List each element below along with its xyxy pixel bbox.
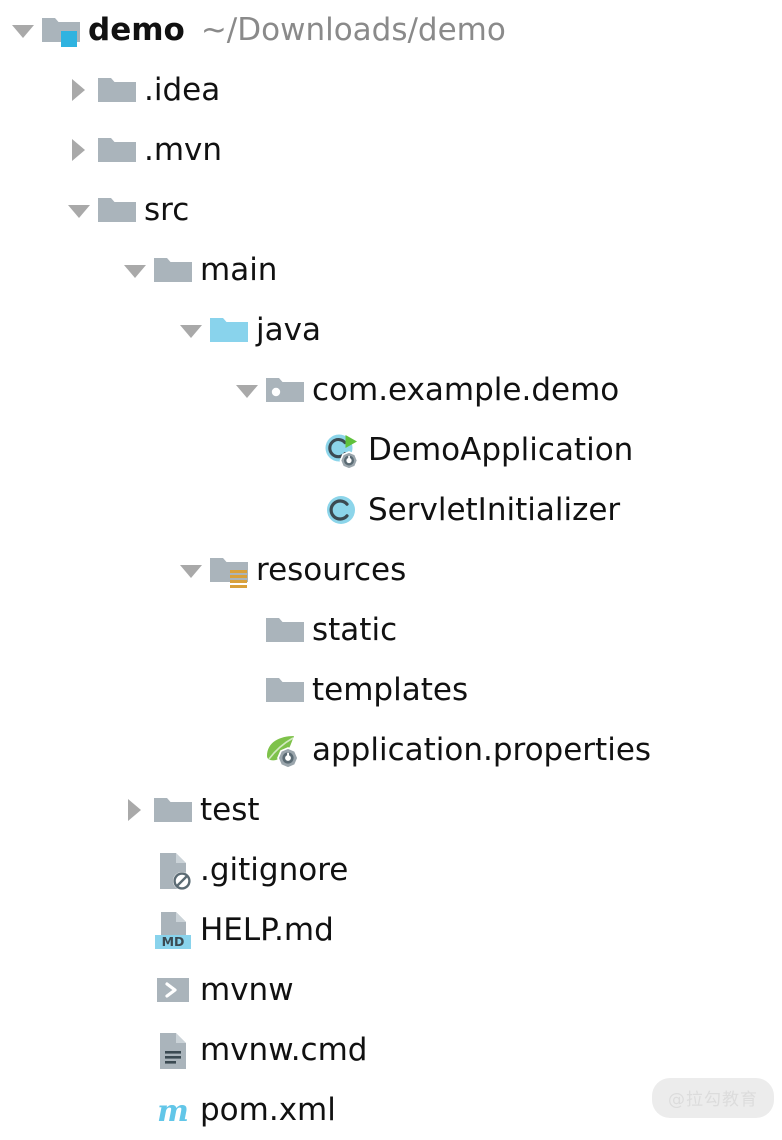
folder-resources-icon <box>208 549 250 591</box>
folder-icon <box>152 249 194 291</box>
tree-node-label: .idea <box>144 71 221 108</box>
file-shell-script-icon <box>152 969 194 1011</box>
chevron-right-icon[interactable] <box>62 73 96 107</box>
chevron-down-icon[interactable] <box>174 313 208 347</box>
tree-node-label: src <box>144 191 190 228</box>
tree-node-label: mvnw <box>200 971 294 1008</box>
tree-node-label: mvnw.cmd <box>200 1031 368 1068</box>
tree-node-label: application.properties <box>312 731 652 768</box>
tree-spacer <box>118 913 152 947</box>
spring-leaf-gear-icon <box>264 729 306 771</box>
chevron-down-icon[interactable] <box>230 373 264 407</box>
tree-node-label: ServletInitializer <box>368 491 621 528</box>
chevron-down-icon[interactable] <box>62 193 96 227</box>
tree-node-label: DemoApplication <box>368 431 634 468</box>
tree-row[interactable]: mvnw.cmd <box>0 1020 782 1080</box>
tree-row[interactable]: src <box>0 180 782 240</box>
tree-node-label: HELP.md <box>200 911 334 948</box>
chevron-down-icon[interactable] <box>174 553 208 587</box>
tree-row[interactable]: mvnw <box>0 960 782 1020</box>
tree-row[interactable]: m pom.xml <box>0 1080 782 1140</box>
tree-node-path: ~/Downloads/demo <box>200 11 506 48</box>
tree-spacer <box>286 493 320 527</box>
java-class-spring-boot-icon <box>320 429 362 471</box>
tree-spacer <box>118 973 152 1007</box>
tree-row[interactable]: test <box>0 780 782 840</box>
folder-icon <box>264 609 306 651</box>
tree-node-label: resources <box>256 551 407 588</box>
tree-node-label: main <box>200 251 278 288</box>
file-markdown-icon: MD <box>152 909 194 951</box>
folder-icon <box>264 669 306 711</box>
file-ignored-icon <box>152 849 194 891</box>
tree-row[interactable]: main <box>0 240 782 300</box>
tree-spacer <box>118 853 152 887</box>
tree-row[interactable]: MD HELP.md <box>0 900 782 960</box>
tree-row[interactable]: templates <box>0 660 782 720</box>
folder-sources-icon <box>208 309 250 351</box>
tree-row[interactable]: demo ~/Downloads/demo <box>0 0 782 60</box>
file-text-icon <box>152 1029 194 1071</box>
tree-spacer <box>286 433 320 467</box>
watermark-badge: @拉勾教育 <box>652 1078 774 1118</box>
tree-spacer <box>118 1093 152 1127</box>
folder-module-icon <box>40 9 82 51</box>
folder-icon <box>96 129 138 171</box>
tree-spacer <box>230 673 264 707</box>
tree-spacer <box>230 733 264 767</box>
tree-row[interactable]: resources <box>0 540 782 600</box>
tree-node-label: test <box>200 791 260 828</box>
tree-node-label: pom.xml <box>200 1091 336 1128</box>
tree-node-label: static <box>312 611 398 648</box>
folder-icon <box>152 789 194 831</box>
tree-row[interactable]: java <box>0 300 782 360</box>
maven-pom-icon: m <box>152 1089 194 1131</box>
folder-icon <box>96 69 138 111</box>
tree-node-label: .mvn <box>144 131 223 168</box>
java-class-icon <box>320 489 362 531</box>
svg-text:m: m <box>157 1094 189 1129</box>
tree-row[interactable]: .idea <box>0 60 782 120</box>
tree-spacer <box>118 1033 152 1067</box>
tree-row[interactable]: static <box>0 600 782 660</box>
chevron-down-icon[interactable] <box>118 253 152 287</box>
svg-text:MD: MD <box>162 934 185 949</box>
tree-node-label: demo <box>88 11 185 48</box>
tree-node-label: java <box>256 311 321 348</box>
chevron-down-icon[interactable] <box>6 13 40 47</box>
tree-row[interactable]: .gitignore <box>0 840 782 900</box>
tree-node-label: .gitignore <box>200 851 349 888</box>
chevron-right-icon[interactable] <box>118 793 152 827</box>
tree-row[interactable]: ServletInitializer <box>0 480 782 540</box>
tree-row[interactable]: DemoApplication <box>0 420 782 480</box>
tree-row[interactable]: .mvn <box>0 120 782 180</box>
tree-row[interactable]: com.example.demo <box>0 360 782 420</box>
tree-node-label: com.example.demo <box>312 371 620 408</box>
tree-row[interactable]: application.properties <box>0 720 782 780</box>
tree-node-label: templates <box>312 671 469 708</box>
tree-spacer <box>230 613 264 647</box>
chevron-right-icon[interactable] <box>62 133 96 167</box>
package-icon <box>264 369 306 411</box>
folder-icon <box>96 189 138 231</box>
